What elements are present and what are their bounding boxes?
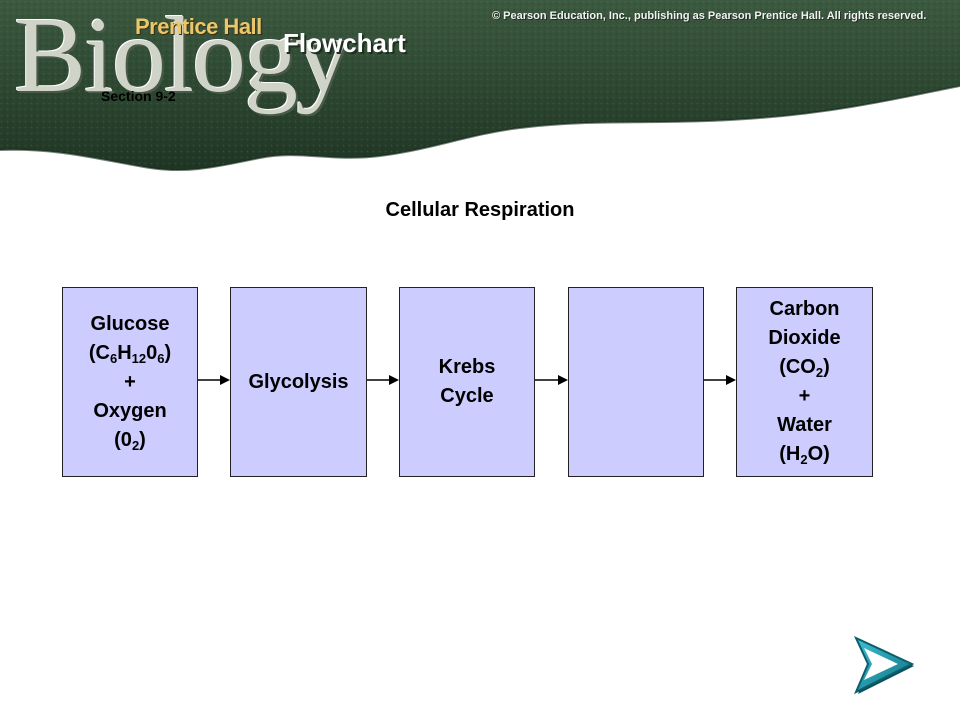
text-segment: Cycle <box>440 385 494 407</box>
flow-box-line: Krebs <box>439 353 496 382</box>
publisher-logo: Prentice Hall <box>135 14 262 39</box>
flow-box-text: Glucose(C6H1206)+Oxygen(02) <box>89 310 171 455</box>
text-segment: Krebs <box>438 356 496 378</box>
flow-box-line: Glucose <box>89 310 171 339</box>
subscript: 6 <box>157 350 165 366</box>
flow-box-glucose-oxygen: Glucose(C6H1206)+Oxygen(02) <box>62 287 198 477</box>
flow-box-line: Dioxide <box>768 324 840 353</box>
subscript: 2 <box>815 365 824 380</box>
subscript: 2 <box>131 437 140 453</box>
text-segment: Dioxide <box>768 327 841 349</box>
text-segment: ) <box>823 356 830 378</box>
flow-box-line: (02) <box>89 426 171 455</box>
diagram-title: Cellular Respiration <box>385 199 575 221</box>
subscript: 2 <box>800 452 808 467</box>
text-segment: + <box>124 370 136 393</box>
flow-arrow-3 <box>535 375 568 385</box>
text-segment: + <box>798 385 811 407</box>
text-segment: (H <box>779 443 801 465</box>
flow-box-glycolysis: Glycolysis <box>230 287 367 477</box>
header-banner: Biology Prentice Hall © Pearson Educatio… <box>0 0 960 175</box>
text-segment: Oxygen <box>93 399 167 422</box>
flow-arrow-2 <box>367 375 399 385</box>
copyright-notice: © Pearson Education, Inc., publishing as… <box>492 10 927 22</box>
subscript: 12 <box>131 350 147 366</box>
text-segment: (0 <box>114 428 132 451</box>
text-segment: Water <box>777 414 832 436</box>
text-segment: ) <box>164 341 172 364</box>
banner-background <box>0 0 960 172</box>
biology-logo: Biology <box>14 0 350 115</box>
flow-box-text: Glycolysis <box>248 368 348 397</box>
flow-arrow-1 <box>198 375 230 385</box>
text-segment: (C <box>88 341 110 364</box>
flow-box-line: Cycle <box>439 382 496 411</box>
text-segment: Glucose <box>90 312 170 335</box>
flow-box-line: + <box>89 368 171 397</box>
text-segment: 0 <box>146 341 158 364</box>
flow-box-line: Oxygen <box>89 397 171 426</box>
flow-box-line: (CO2) <box>768 353 840 382</box>
flow-box-line: Water <box>768 411 840 440</box>
flow-arrow-4 <box>704 375 736 385</box>
flow-box-line: (H2O) <box>768 440 840 469</box>
text-segment: O) <box>807 443 830 465</box>
next-slide-button[interactable] <box>850 634 916 701</box>
text-segment: Glycolysis <box>248 370 349 393</box>
flow-box-line: + <box>768 382 840 411</box>
text-segment: (CO <box>779 356 816 378</box>
flow-box-line: Glycolysis <box>248 368 348 397</box>
text-segment: Carbon <box>769 298 840 320</box>
flow-box-line: (C6H1206) <box>89 339 171 368</box>
text-segment: H <box>117 341 132 364</box>
flow-box-blank <box>568 287 704 477</box>
next-arrow-icon <box>853 635 915 695</box>
slide-title: Flowchart <box>283 28 406 58</box>
flow-box-line: Carbon <box>768 295 840 324</box>
subscript: 6 <box>109 350 118 366</box>
text-segment: ) <box>139 428 146 451</box>
section-label: Section 9-2 <box>101 88 176 104</box>
